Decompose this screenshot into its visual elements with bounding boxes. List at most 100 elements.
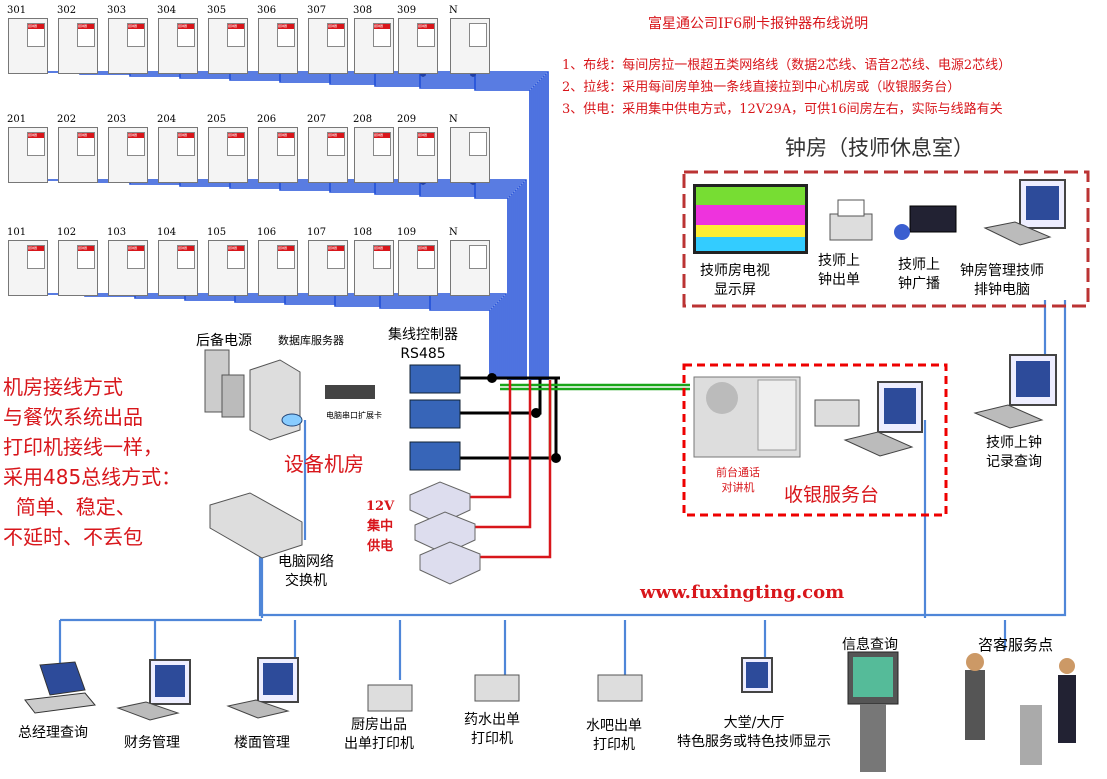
- power-lines: [470, 380, 552, 559]
- room-door: 105 报钟器: [207, 227, 248, 296]
- room-door: N: [449, 227, 490, 296]
- device-badge: 报钟器: [374, 24, 390, 29]
- room-number: 307: [307, 5, 327, 16]
- bus-note-line: 简单、稳定、: [3, 495, 136, 519]
- room-number: 202: [57, 114, 77, 125]
- lan-lines: [58, 300, 1067, 680]
- ups-icon: [204, 349, 245, 418]
- ups-label: 后备电源: [196, 333, 252, 349]
- device-badge: 报钟器: [228, 24, 244, 29]
- bell-device-icon: 报钟器: [77, 245, 95, 269]
- bell-device-icon: 报钟器: [227, 132, 245, 156]
- room-number: N: [449, 114, 458, 125]
- bell-device-icon: 报钟器: [177, 132, 195, 156]
- checkin-query-label: 技师上钟 记录查询: [986, 435, 1042, 470]
- tv-label: 技师房电视 显示屏: [700, 263, 770, 298]
- service-point-label: 咨客服务点: [978, 636, 1054, 654]
- room-number: 304: [157, 5, 177, 16]
- bell-device-icon: 报钟器: [177, 23, 195, 47]
- device-badge: 报钟器: [278, 133, 294, 138]
- room-number: 102: [57, 227, 77, 238]
- bell-device-icon: 报钟器: [373, 23, 391, 47]
- room-number: N: [449, 227, 458, 238]
- info-query-label: 信息查询: [842, 637, 898, 653]
- room-number: 101: [7, 227, 27, 238]
- website-label: www.fuxingting.com: [640, 582, 845, 603]
- room-number: 105: [207, 227, 227, 238]
- room-door: 306 报钟器: [257, 5, 298, 74]
- bar-printer-label: 水吧出单 打印机: [586, 718, 642, 753]
- room-number: 306: [257, 5, 277, 16]
- room-number: 308: [353, 5, 373, 16]
- floor-mgmt-label: 楼面管理: [234, 735, 290, 751]
- device-badge: 报钟器: [128, 24, 144, 29]
- device-badge: 报钟器: [374, 246, 390, 251]
- room-door: N: [449, 114, 490, 183]
- note-1: 1、布线：每间房拉一根超五类网络线（数据2芯线、语音2芯线、电源2芯线）: [562, 58, 1012, 73]
- laptop-icon: [24, 661, 96, 714]
- printer-label: 技师上 钟出单: [818, 253, 860, 288]
- server-room-label: 设备机房: [284, 452, 364, 476]
- room-number: 303: [107, 5, 127, 16]
- note-3: 3、供电：采用集中供电方式，12V29A，可供16间房左右，实际与线路有关: [562, 102, 1003, 117]
- room-number: N: [449, 5, 458, 16]
- power-supply-icon: [409, 481, 481, 585]
- room-number: 106: [257, 227, 277, 238]
- room-number: 109: [397, 227, 417, 238]
- printer-icon: [829, 199, 873, 241]
- gm-query-label: 总经理查询: [18, 725, 88, 741]
- bell-device-icon: [469, 245, 487, 269]
- bell-device-icon: 报钟器: [127, 23, 145, 47]
- cashier-pc-icon: [843, 381, 923, 457]
- hub-controllers-icon: [409, 364, 461, 471]
- bell-device-icon: [469, 23, 487, 47]
- bell-device-icon: 报钟器: [277, 23, 295, 47]
- device-badge: 报钟器: [78, 246, 94, 251]
- room-number: 107: [307, 227, 327, 238]
- diagram-title: 富星通公司IF6刷卡报钟器布线说明: [648, 16, 869, 32]
- broadcast-icon: [894, 205, 957, 240]
- device-badge: 报钟器: [228, 246, 244, 251]
- room-number: 207: [307, 114, 327, 125]
- room-number: 301: [7, 5, 27, 16]
- device-badge: 报钟器: [278, 24, 294, 29]
- bell-device-icon: 报钟器: [227, 23, 245, 47]
- room-number: 104: [157, 227, 177, 238]
- room-number: 309: [397, 5, 417, 16]
- bell-room-pc-icon: [983, 179, 1066, 246]
- intercom-label: 前台通话 对讲机: [716, 466, 760, 494]
- bell-device-icon: 报钟器: [27, 23, 45, 47]
- serial-card-icon: [325, 385, 375, 399]
- kitchen-printer-label: 厨房出品 出单打印机: [344, 717, 414, 752]
- checkin-query-pc-icon: [973, 354, 1057, 429]
- device-badge: 报钟器: [328, 246, 344, 251]
- intercom-icon: [693, 376, 801, 458]
- bell-device-icon: 报钟器: [277, 132, 295, 156]
- room-number: 201: [7, 114, 27, 125]
- tv-display-icon: [693, 184, 808, 254]
- device-badge: 报钟器: [128, 246, 144, 251]
- room-number: 108: [353, 227, 373, 238]
- device-badge: 报钟器: [28, 24, 44, 29]
- room-door: N: [449, 5, 490, 74]
- bell-device-icon: 报钟器: [127, 132, 145, 156]
- power-label: 12V 集中 供电: [366, 499, 395, 554]
- bell-device-icon: 报钟器: [127, 245, 145, 269]
- room-number: 209: [397, 114, 417, 125]
- network-switch-icon: [209, 492, 303, 559]
- device-badge: 报钟器: [78, 24, 94, 29]
- device-badge: 报钟器: [128, 133, 144, 138]
- bell-device-icon: 报钟器: [327, 245, 345, 269]
- room-door: 308 报钟器: [353, 5, 394, 74]
